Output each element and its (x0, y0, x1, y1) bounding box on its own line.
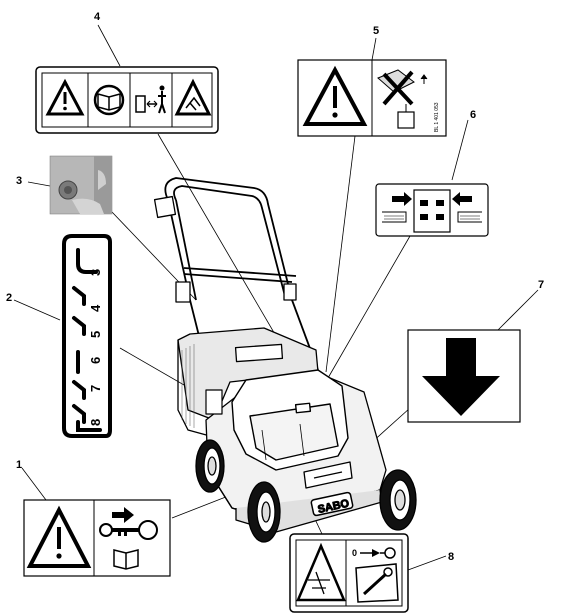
safety-label-7-arrow (407, 329, 521, 423)
callout-8: 8 (448, 551, 454, 563)
safety-label-1 (23, 499, 171, 577)
front-right-wheel (379, 469, 417, 531)
height-mark-7: 7 (88, 385, 103, 392)
callout-1: 1 (16, 459, 22, 471)
height-mark-3: 3 (88, 269, 103, 276)
safety-label-3-photo (49, 155, 113, 215)
down-arrow-icon (422, 338, 500, 416)
callout-6: 6 (470, 109, 476, 121)
key-arrow-icon (360, 547, 396, 559)
callout-4: 4 (94, 11, 101, 23)
warning-triangle-icon (45, 78, 85, 116)
front-left-wheel (247, 481, 281, 543)
motor-cover (231, 369, 349, 471)
height-mark-6: 6 (88, 357, 103, 364)
press-levers-icon (382, 189, 482, 233)
lawn-mower: SABO (153, 177, 417, 543)
height-mark-5: 5 (88, 331, 103, 338)
height-mark-4: 4 (88, 304, 103, 312)
safety-label-8: 0 (289, 533, 409, 613)
callout-2: 2 (6, 292, 12, 304)
no-fuel-icon (377, 69, 428, 129)
callout-3: 3 (16, 175, 22, 187)
warning-triangle-icon (302, 65, 368, 126)
hazard-triangle-icon (296, 542, 346, 602)
label-5-code: BL 1 401 053 (434, 102, 440, 132)
service-manual-icon (355, 563, 399, 603)
remove-key-icon (99, 507, 158, 540)
callout-5: 5 (373, 25, 379, 37)
read-manual-icon (113, 549, 139, 570)
keep-distance-icon (135, 85, 166, 114)
safety-label-6 (375, 183, 489, 237)
safety-label-2-height-scale: 3 4 5 6 7 8 (62, 234, 112, 438)
height-mark-8: 8 (88, 419, 103, 426)
safety-label-5: BL 1 401 053 (297, 59, 447, 137)
front-handle (303, 461, 353, 489)
label-8-zero: 0 (352, 548, 357, 558)
read-manual-icon (93, 84, 125, 116)
mower-handle (164, 177, 319, 381)
rear-left-wheel (195, 439, 225, 493)
warning-triangle-icon (26, 505, 92, 568)
safety-label-4 (35, 66, 219, 134)
blade-hazard-icon (174, 78, 212, 116)
callout-7: 7 (538, 279, 544, 291)
